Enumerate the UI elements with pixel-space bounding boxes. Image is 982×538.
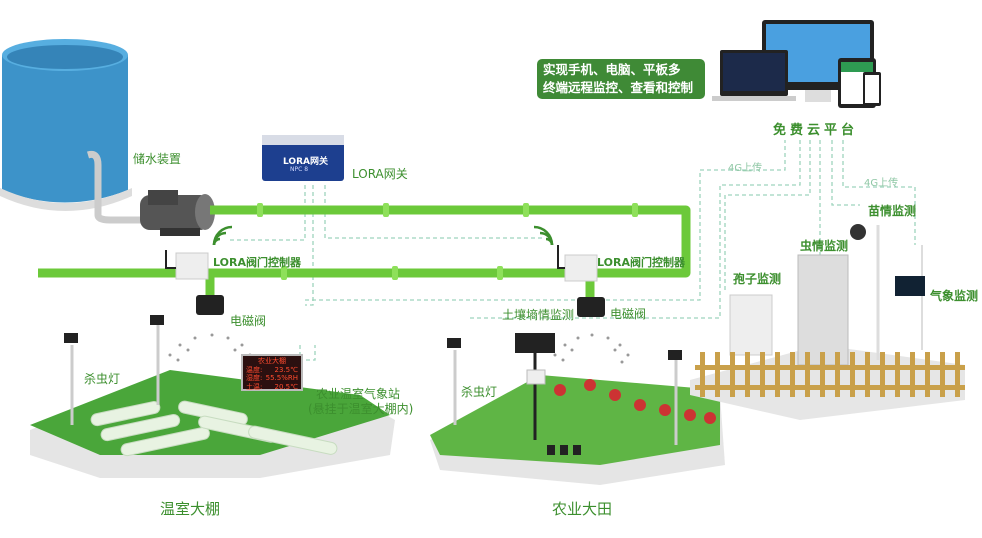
wifi-icon [212, 225, 554, 246]
scene-field-label: 农业大田 [552, 500, 613, 518]
cloud-platform-label: 免费云平台 [773, 123, 859, 138]
tank-outlet-pipe [86, 151, 150, 224]
signal-lines [230, 140, 916, 361]
water-tank [0, 39, 132, 211]
greenhouse-station-sublabel: (悬挂于温室大棚内) [308, 402, 414, 416]
field-platform [430, 375, 725, 485]
gateway-device-text: LORA网关 [283, 157, 328, 167]
pipe-joints [257, 203, 638, 280]
insect-monitor-label: 虫情监测 [800, 239, 849, 253]
lora-gateway-device [262, 135, 344, 181]
camera-icon [850, 224, 866, 240]
led-display: 农业大棚 温度: 23.5℃ 湿度:55.5%RH 土温: 20.5℃ [241, 354, 303, 391]
solar-panel-icon [64, 333, 78, 343]
monitoring-platform [690, 224, 965, 420]
greenhouse-platform [30, 370, 395, 478]
scene-greenhouse-label: 温室大棚 [160, 500, 221, 518]
insect-lamp-label-1: 杀虫灯 [84, 372, 121, 386]
water-storage-label: 储水装置 [133, 152, 182, 166]
seedling-monitor-label: 苗情监测 [868, 204, 917, 218]
insect-lamp-poles-right [453, 350, 678, 445]
water-pump [140, 190, 215, 236]
soil-moisture-label: 土壤墒情监测 [502, 308, 575, 322]
solenoid-valve-1 [196, 295, 224, 315]
sprinkler-spray [168, 333, 630, 364]
led-title: 农业大棚 [258, 357, 286, 365]
multi-terminal-devices [712, 20, 881, 108]
insect-lamp-poles-left [70, 325, 160, 425]
insect-lamp-label-2: 杀虫灯 [461, 385, 498, 399]
remote-monitor-banner: 实现手机、电脑、平板多 终端远程监控、查看和控制 [537, 59, 705, 99]
led-row-value: 55.5%RH [265, 374, 298, 382]
spore-monitor-device [729, 294, 773, 356]
lora-gateway-label: LORA网关 [352, 167, 408, 181]
led-row-value: 20.5℃ [274, 382, 298, 391]
solenoid-valve-label-2: 电磁阀 [610, 307, 647, 321]
valve-controller-label-2: LORA阀门控制器 [597, 256, 685, 269]
solenoid-valve-label-1: 电磁阀 [230, 314, 267, 328]
led-row-name: 湿度: [246, 374, 263, 382]
uplink-label-2: 4G上传 [864, 178, 899, 189]
led-row-name: 温度: [246, 365, 263, 374]
led-row-name: 土温: [246, 382, 263, 391]
spore-monitor-label: 孢子监测 [733, 272, 782, 286]
banner-line-2: 终端远程监控、查看和控制 [543, 80, 694, 95]
solar-panel-icon [447, 338, 461, 348]
insect-monitor-device [797, 254, 849, 366]
gateway-device-sub: NPC 8 [290, 166, 309, 173]
led-row-value: 23.5℃ [274, 365, 298, 374]
solar-panel-icon [895, 276, 925, 296]
greenhouse-station-label: 农业温室气象站 [316, 387, 401, 401]
solar-panel-icon [668, 350, 682, 360]
solar-panel-icon [150, 315, 164, 325]
weather-monitor-label: 气象监测 [930, 289, 979, 303]
uplink-label-1: 4G上传 [728, 163, 763, 174]
banner-line-1: 实现手机、电脑、平板多 [543, 62, 681, 77]
valve-controller-2 [557, 245, 598, 282]
valve-controller-label-1: LORA阀门控制器 [213, 256, 301, 269]
valve-controller-1 [165, 250, 209, 280]
soil-sensor-station [515, 333, 581, 455]
solenoid-valve-2 [577, 297, 605, 317]
